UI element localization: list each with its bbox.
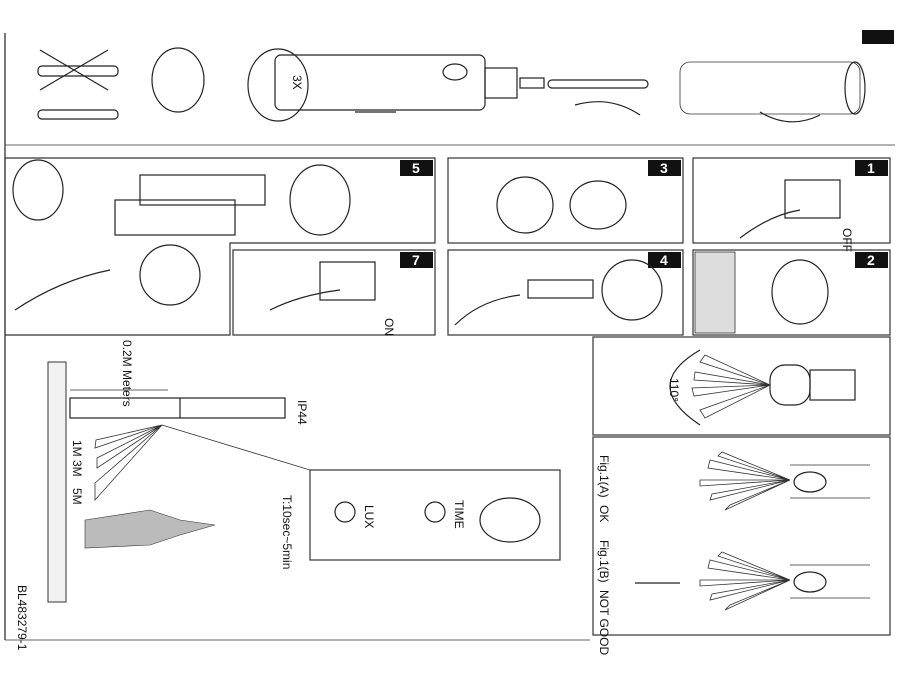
panel-step-5 — [4, 157, 436, 336]
step-number-1: 1 — [867, 160, 875, 176]
fig-a-ok-label: OK — [597, 505, 611, 522]
wall — [47, 361, 67, 603]
on-label: ON — [382, 318, 396, 336]
sensor-control-detail — [309, 469, 561, 561]
step-number-2: 2 — [867, 252, 875, 268]
fixture-exploded — [151, 47, 866, 123]
corner-mark — [862, 30, 894, 44]
person-silhouette — [84, 509, 216, 549]
panel-step-2 — [692, 249, 891, 336]
step-number-4: 4 — [660, 252, 668, 268]
terminal-block — [319, 261, 376, 301]
panel-step-4 — [447, 249, 684, 336]
off-label: OFF — [840, 228, 854, 252]
step-number-7: 7 — [412, 252, 420, 268]
height-label: 0.2M Meters — [120, 340, 134, 407]
lamp-post — [69, 397, 286, 419]
fig-b-notgood-label: NOT GOOD — [597, 590, 611, 655]
distance-3m: 3M — [70, 460, 84, 477]
lux-label: LUX — [362, 505, 376, 528]
fig-b-beams — [635, 551, 870, 611]
step-number-3: 3 — [660, 160, 668, 176]
rotate-count-label: 3X — [290, 75, 304, 90]
model-code: BL483279-1 — [15, 585, 29, 651]
step-number-5: 5 — [412, 160, 420, 176]
panel-step-7 — [232, 249, 436, 336]
distance-1m: 1M — [70, 440, 84, 457]
detection-range-beams — [94, 424, 560, 502]
panel-step-3 — [447, 157, 684, 244]
time-knob — [424, 501, 446, 523]
bulb-allowed — [37, 109, 119, 120]
fig-a-label: Fig.1(A) — [597, 455, 611, 498]
panel-aiming-figures — [592, 436, 891, 636]
panel-detection-angle — [592, 336, 891, 436]
fig-a-beams — [699, 451, 870, 511]
lux-knob — [334, 501, 356, 523]
time-label: TIME — [452, 500, 466, 529]
fig-b-label: Fig.1(B) — [597, 540, 611, 583]
panel-step-1 — [692, 157, 891, 244]
bulb-not-allowed — [37, 49, 119, 91]
wiring-illustration — [12, 159, 351, 311]
time-range-label: T:10sec~5min — [280, 495, 294, 569]
ip-rating-label: IP44 — [295, 400, 309, 425]
angle-label: 110° — [667, 378, 681, 402]
distance-5m: 5M — [70, 488, 84, 505]
